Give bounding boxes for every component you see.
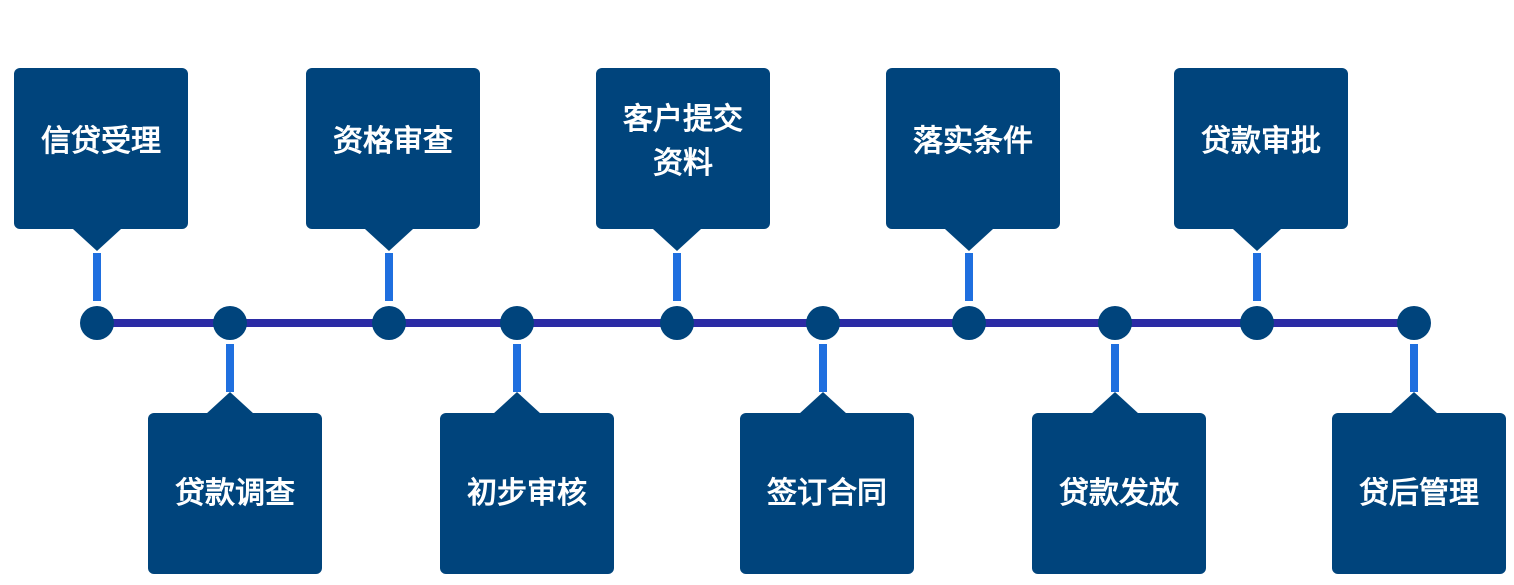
step-label: 资格审查	[333, 123, 453, 159]
step-box: 落实条件	[886, 68, 1060, 229]
timeline-node	[1240, 306, 1274, 340]
timeline-node	[952, 306, 986, 340]
timeline-connector	[93, 253, 101, 301]
step-label: 贷款调查	[175, 475, 295, 511]
step-box: 初步审核	[440, 413, 614, 574]
timeline-connector	[513, 344, 521, 392]
step-label: 信贷受理	[41, 123, 161, 159]
step-label: 初步审核	[467, 475, 587, 511]
box-pointer	[493, 392, 541, 414]
box-pointer	[1233, 229, 1281, 251]
step-box: 客户提交资料	[596, 68, 770, 229]
timeline-node	[660, 306, 694, 340]
box-pointer	[73, 229, 121, 251]
step-label: 客户提交资料	[623, 101, 743, 181]
step-label: 贷款审批	[1201, 123, 1321, 159]
timeline-node	[1098, 306, 1132, 340]
box-pointer	[365, 229, 413, 251]
timeline-connector	[819, 344, 827, 392]
timeline-connector	[1410, 344, 1418, 392]
step-box: 签订合同	[740, 413, 914, 574]
timeline-node	[213, 306, 247, 340]
box-pointer	[1091, 392, 1139, 414]
step-box: 信贷受理	[14, 68, 188, 229]
timeline-axis	[96, 319, 1414, 327]
step-box: 贷款发放	[1032, 413, 1206, 574]
step-box: 资格审查	[306, 68, 480, 229]
timeline-connector	[673, 253, 681, 301]
timeline-node	[372, 306, 406, 340]
timeline-connector	[1253, 253, 1261, 301]
timeline-connector	[385, 253, 393, 301]
box-pointer	[1390, 392, 1438, 414]
timeline-node	[500, 306, 534, 340]
timeline-connector	[1111, 344, 1119, 392]
step-label: 落实条件	[913, 123, 1033, 159]
step-box: 贷款审批	[1174, 68, 1348, 229]
box-pointer	[945, 229, 993, 251]
timeline-node	[1397, 306, 1431, 340]
timeline-connector	[965, 253, 973, 301]
timeline-node	[806, 306, 840, 340]
box-pointer	[799, 392, 847, 414]
step-label: 签订合同	[767, 475, 887, 511]
box-pointer	[206, 392, 254, 414]
step-box: 贷后管理	[1332, 413, 1506, 574]
timeline-node	[80, 306, 114, 340]
step-box: 贷款调查	[148, 413, 322, 574]
timeline-connector	[226, 344, 234, 392]
step-label: 贷后管理	[1359, 475, 1479, 511]
box-pointer	[653, 229, 701, 251]
step-label: 贷款发放	[1059, 475, 1179, 511]
